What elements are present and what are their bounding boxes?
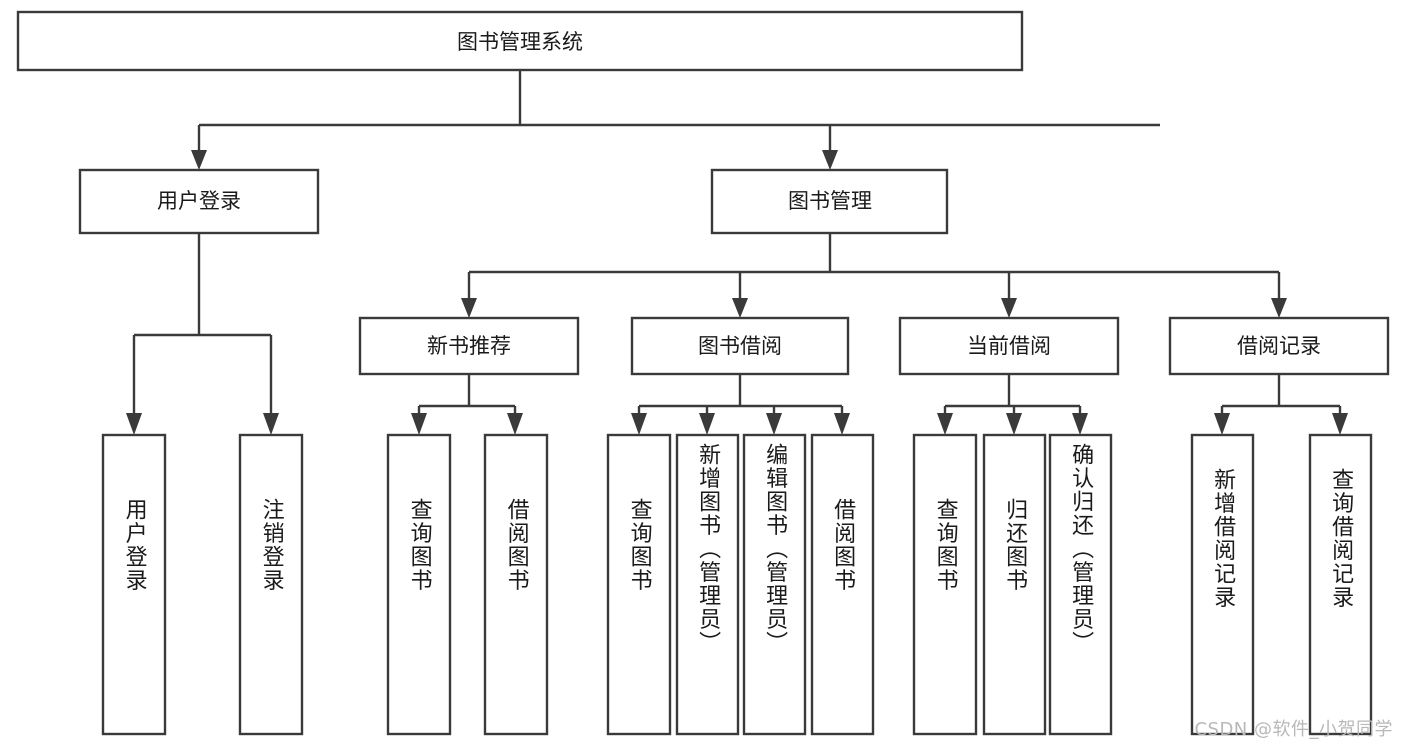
watermark: CSDN @软件_小贺同学: [1194, 719, 1393, 740]
leaf-box-rec-query-book[interactable]: [386, 433, 452, 736]
node-book-management-label: 图书管理: [788, 189, 872, 213]
leaf-box-user-login[interactable]: [101, 433, 167, 736]
connector-borrow-record-to-leaves: [1214, 374, 1348, 435]
connector-new-book-recommend-to-leaves: [411, 374, 523, 435]
leaf-box-borrow-add-book[interactable]: [675, 433, 740, 736]
node-borrow-record[interactable]: 借阅记录: [1168, 316, 1390, 376]
leaf-boxes: [101, 433, 1373, 736]
leaf-box-record-query[interactable]: [1308, 433, 1373, 736]
node-borrow-record-label: 借阅记录: [1237, 334, 1321, 358]
leaf-box-current-return-book[interactable]: [982, 433, 1047, 736]
leaf-box-borrow-lend-book[interactable]: [810, 433, 875, 736]
leaf-box-current-confirm-return[interactable]: [1048, 433, 1113, 736]
leaf-box-borrow-query-book[interactable]: [606, 433, 672, 736]
connector-book-borrow-to-leaves: [631, 374, 850, 435]
node-current-borrow-label: 当前借阅: [967, 334, 1051, 358]
leaf-box-rec-borrow-book[interactable]: [483, 433, 549, 736]
node-root-label: 图书管理系统: [457, 30, 583, 54]
node-user-login[interactable]: 用户登录: [78, 168, 320, 235]
node-book-management[interactable]: 图书管理: [710, 168, 949, 235]
node-new-book-recommend[interactable]: 新书推荐: [358, 316, 580, 376]
node-root[interactable]: 图书管理系统: [16, 10, 1024, 72]
node-user-login-label: 用户登录: [157, 189, 241, 213]
leaf-box-current-query-book[interactable]: [912, 433, 978, 736]
connector-current-borrow-to-leaves: [937, 374, 1088, 435]
node-book-borrow-label: 图书借阅: [698, 334, 782, 358]
node-current-borrow[interactable]: 当前借阅: [898, 316, 1120, 376]
leaf-box-record-add[interactable]: [1190, 433, 1255, 736]
node-new-book-recommend-label: 新书推荐: [427, 334, 511, 358]
leaf-box-borrow-edit-book[interactable]: [742, 433, 807, 736]
node-book-borrow[interactable]: 图书借阅: [630, 316, 850, 376]
leaf-box-user-logout[interactable]: [238, 433, 304, 736]
connector-book-management-to-level3: [461, 233, 1287, 318]
connector-root-to-level2: [191, 70, 1160, 170]
connector-user-login-to-leaves: [126, 233, 279, 435]
